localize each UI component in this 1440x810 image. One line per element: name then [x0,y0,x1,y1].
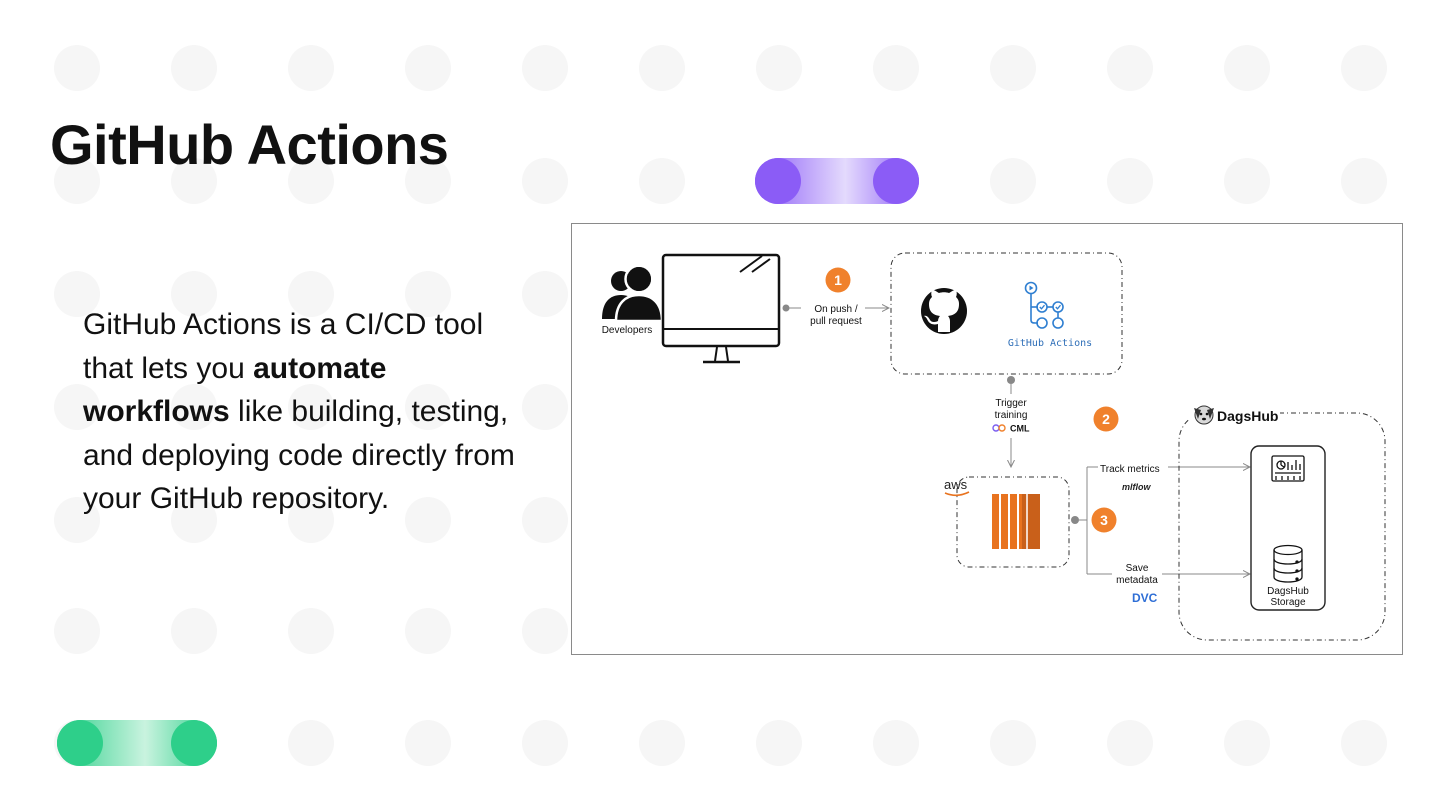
database-storage-icon [1273,544,1303,583]
connector-dot [1071,516,1079,524]
trigger-label-line2: training [995,410,1028,421]
background-dot [990,45,1036,91]
developers-icon [602,264,664,323]
background-dot [639,158,685,204]
background-dot [54,384,100,430]
background-dot [1341,158,1387,204]
github-actions-icon [1024,281,1064,329]
mlflow-label: mlflow [1122,482,1151,492]
dashboard-icon [1271,455,1305,482]
save-label-line2: metadata [1116,575,1158,586]
background-dot [756,45,802,91]
dvc-logo: DVC [1132,591,1158,605]
background-dot [54,45,100,91]
background-dot [171,608,217,654]
step-1-label-line1: On push / [814,304,858,315]
github-logo-icon [921,288,967,334]
background-dot [54,608,100,654]
background-dot [1224,720,1270,766]
aws-ec2-icon [992,494,1040,549]
storage-label-line1: DagsHub [1267,586,1309,597]
dagshub-box [1178,412,1386,641]
background-dot [405,497,451,543]
background-dot [288,608,334,654]
background-dot [54,497,100,543]
background-dot [1224,45,1270,91]
aws-label: aws [944,477,968,492]
trigger-label-line1: Trigger [995,398,1027,409]
background-dot [756,720,802,766]
background-dot [405,45,451,91]
background-dot [639,45,685,91]
body-text-bold: automate workflows [83,351,387,429]
background-dot [288,45,334,91]
background-dot [873,720,919,766]
step-1-number: 1 [834,272,842,288]
background-dot [990,158,1036,204]
dagshub-label: DagsHub [1217,408,1278,424]
github-actions-label: GitHub Actions [1008,338,1092,349]
decorative-purple-pill [755,158,919,204]
github-actions-workflow-diagram: Developers 1 On push / pull request GitH… [571,223,1403,655]
background-dot [522,608,568,654]
developers-label: Developers [602,325,653,336]
dvc-label: DVC [1132,591,1158,605]
background-dot [54,158,100,204]
background-dot [522,497,568,543]
dagshub-services-card [1250,445,1326,611]
monitor-icon [661,253,781,364]
background-dot [1341,720,1387,766]
step-1-badge [825,267,851,293]
step-1-label-line2: pull request [810,316,862,327]
background-dot [288,158,334,204]
background-dot [171,384,217,430]
step-2-badge [1093,406,1119,432]
background-dot [639,720,685,766]
save-label-line1: Save [1126,563,1149,574]
background-dot [405,271,451,317]
body-text-part2: like building, testing, and deploying co… [83,395,515,515]
background-dot [288,271,334,317]
background-dot [1107,158,1153,204]
cml-icon [992,424,1006,432]
aws-smile-icon [944,491,970,497]
background-dot [522,158,568,204]
background-dot [171,45,217,91]
slide-title: GitHub Actions [50,113,449,176]
background-dot [1107,45,1153,91]
background-dot [54,271,100,317]
step-2-number: 2 [1102,411,1110,427]
dagshub-dog-icon [1194,405,1214,425]
background-dot [171,497,217,543]
background-dot [1224,158,1270,204]
background-dot [522,384,568,430]
aws-box [956,476,1070,568]
background-dot [522,271,568,317]
background-dot [990,720,1036,766]
slide-body-text: GitHub Actions is a CI/CD tool that lets… [83,303,523,521]
background-dot [1107,720,1153,766]
background-dot [405,158,451,204]
background-dot [405,608,451,654]
background-dot [522,720,568,766]
cml-label: CML [1010,424,1030,434]
step-3-number: 3 [1100,512,1108,528]
background-dot [405,720,451,766]
connector-dot [782,304,790,312]
decorative-green-pill [57,720,217,766]
background-dot [522,45,568,91]
background-dot [288,497,334,543]
background-dot [1341,45,1387,91]
background-dot [171,271,217,317]
background-dot [171,158,217,204]
track-metrics-label: Track metrics [1100,464,1160,475]
storage-label-line2: Storage [1270,597,1305,608]
body-text-part1: GitHub Actions is a CI/CD tool that lets… [83,308,484,385]
background-dot [405,384,451,430]
step-3-badge [1091,507,1117,533]
background-dot [288,720,334,766]
connector-dot [1007,376,1015,384]
background-dot [288,384,334,430]
background-dot [873,45,919,91]
